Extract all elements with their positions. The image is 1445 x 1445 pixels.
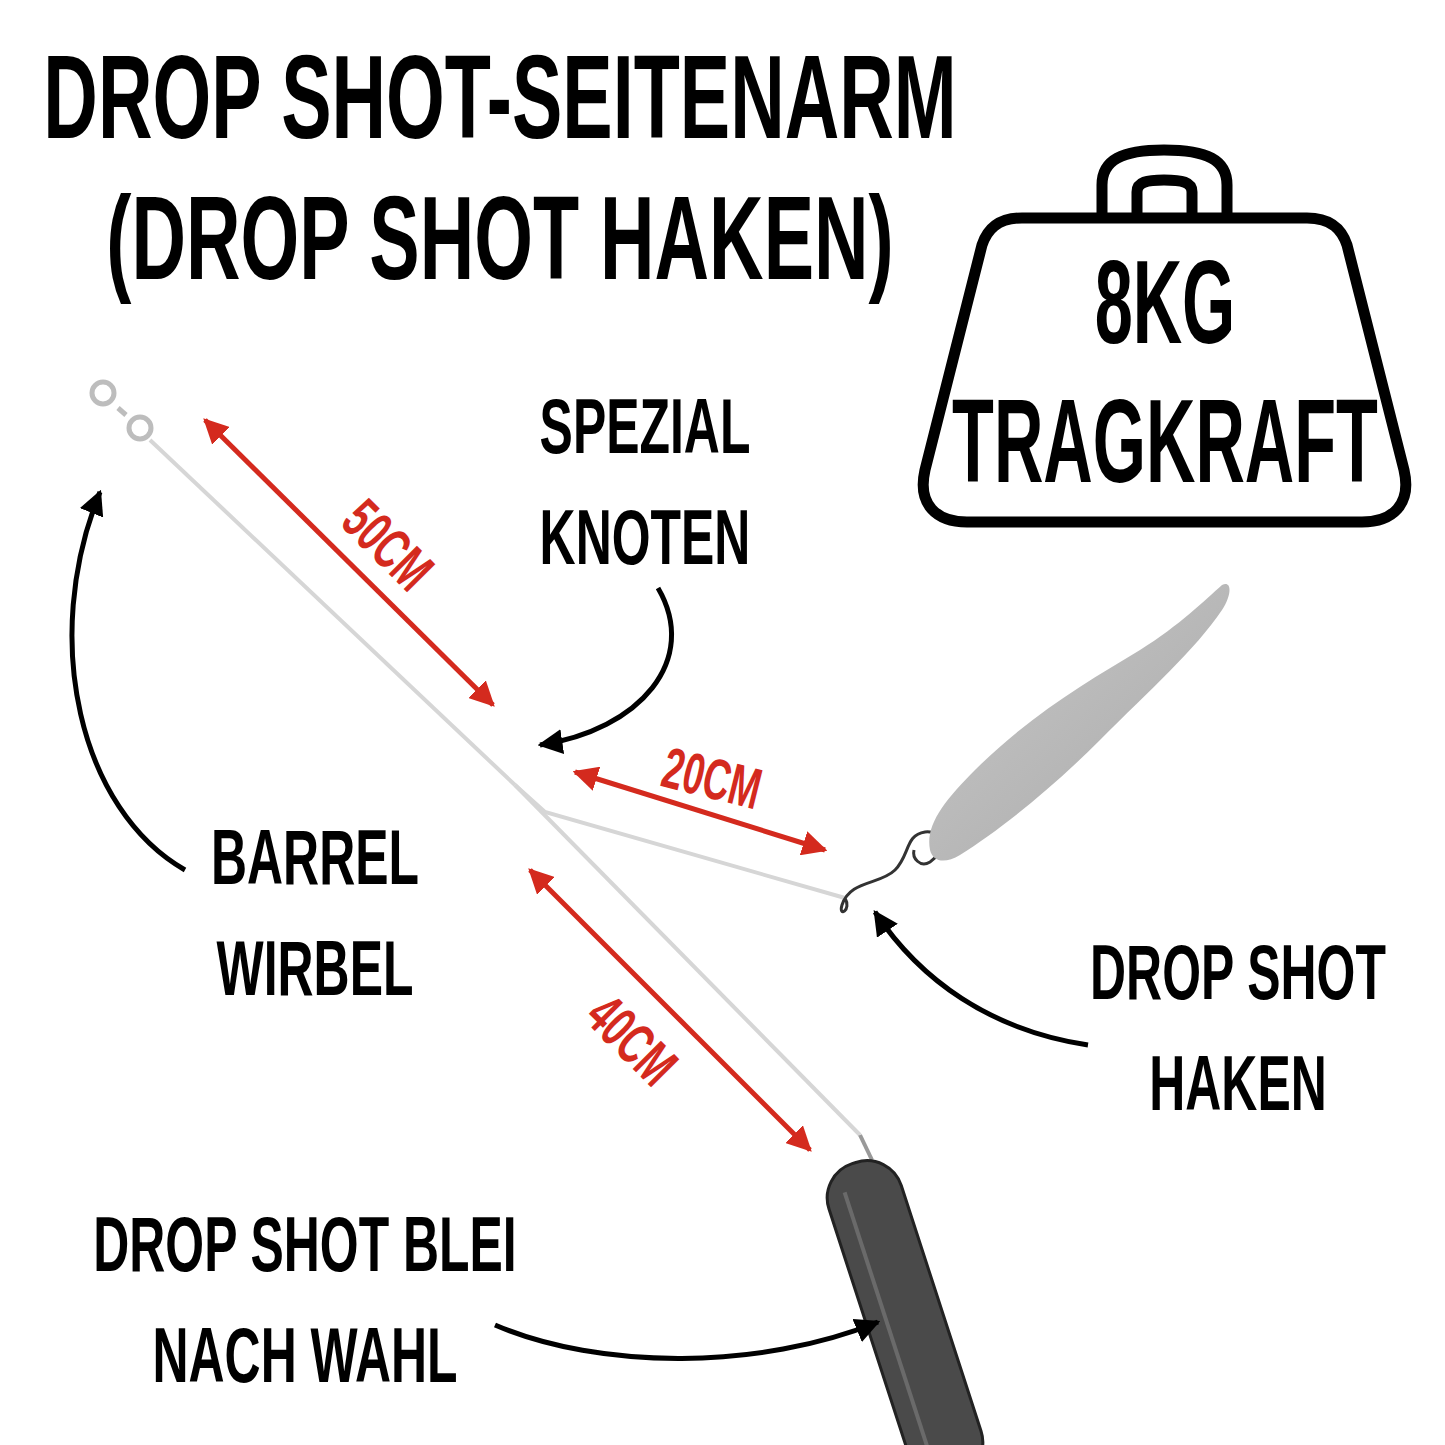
- dimension-label: 20CM: [642, 731, 782, 824]
- weight-label: 8KG TRAGKRAFT: [944, 233, 1385, 511]
- dimension-label: 50CM: [320, 477, 456, 613]
- drop-shot-sinker: [818, 1135, 992, 1445]
- callout-label: BARREL WIRBEL: [181, 802, 450, 1024]
- title: DROP SHOT-SEITENARM (DROP SHOT HAKEN): [1, 27, 999, 310]
- callout-label: DROP SHOT HAKEN: [1059, 917, 1417, 1139]
- fishing-line: [150, 440, 860, 1135]
- dimension-label: 40CM: [564, 972, 700, 1108]
- barrel-swivel: [92, 382, 151, 439]
- weight-icon: 8KG TRAGKRAFT: [912, 140, 1417, 532]
- drop-shot-hook: [841, 832, 940, 912]
- soft-lure: [929, 584, 1229, 861]
- callout-label: DROP SHOT BLEI NACH WAHL: [62, 1189, 548, 1411]
- callout-label: SPEZIAL KNOTEN: [517, 371, 773, 593]
